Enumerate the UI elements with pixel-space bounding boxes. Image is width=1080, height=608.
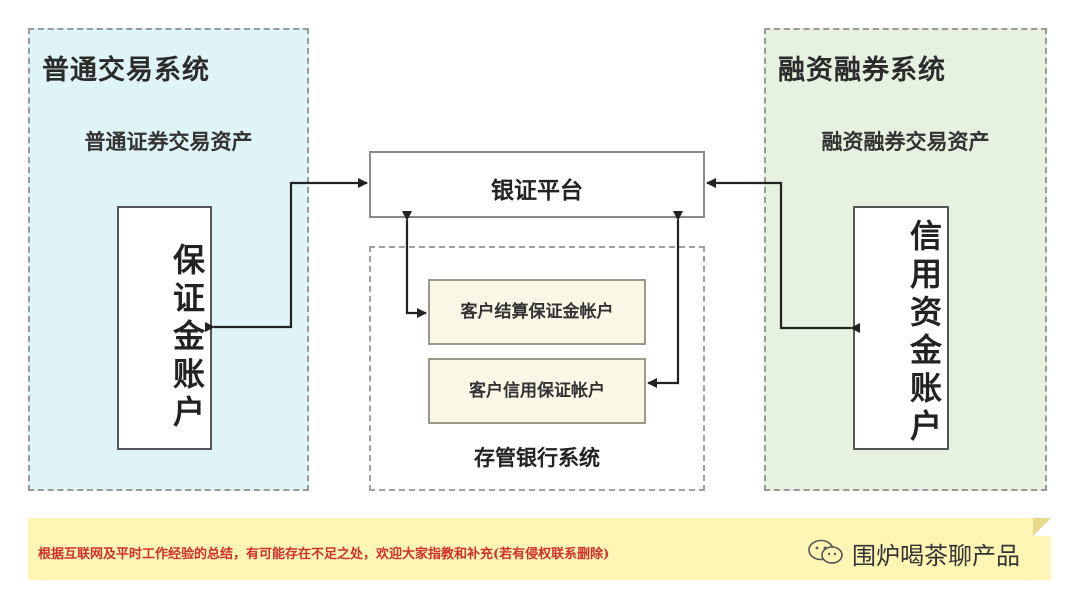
wechat-account-name: 围炉喝茶聊产品: [852, 542, 1020, 570]
client-settlement-margin-account: 客户结算保证金帐户: [428, 279, 646, 345]
disclaimer-note: 根据互联网及平时工作经验的总结，有可能存在不足之处，欢迎大家指教和补充(若有侵权…: [28, 518, 1051, 580]
margin-account-box: 保证金账户: [117, 206, 212, 450]
bank-securities-platform-box: 银证平台: [369, 151, 705, 218]
custody-bank-system-title: 存管银行系统: [474, 445, 600, 470]
wechat-icon: [808, 539, 843, 564]
platform-to-settlement-arrow: [402, 211, 427, 318]
ordinary-securities-assets-label: 普通证券交易资产: [84, 129, 253, 154]
client-credit-guarantee-account: 客户信用保证帐户: [428, 358, 646, 424]
margin-to-platform-arrow: [205, 178, 368, 332]
margin-financing-system-title: 融资融券系统: [778, 55, 946, 86]
disclaimer-text: 根据互联网及平时工作经验的总结，有可能存在不足之处，欢迎大家指教和补充(若有侵权…: [38, 547, 610, 562]
platform-to-credit-guarantee-arrow: [647, 211, 683, 388]
credit-fund-account-label: 信用资金账户: [905, 219, 943, 447]
bank-securities-platform-label: 银证平台: [491, 177, 583, 204]
note-fold-corner: [1033, 518, 1051, 536]
ordinary-trading-system-title: 普通交易系统: [42, 55, 210, 86]
margin-account-label: 保证金账户: [168, 243, 206, 433]
credit-fund-account-box: 信用资金账户: [853, 206, 949, 450]
credit-to-platform-arrow: [706, 178, 860, 333]
margin-financing-assets-label: 融资融券交易资产: [821, 129, 990, 154]
